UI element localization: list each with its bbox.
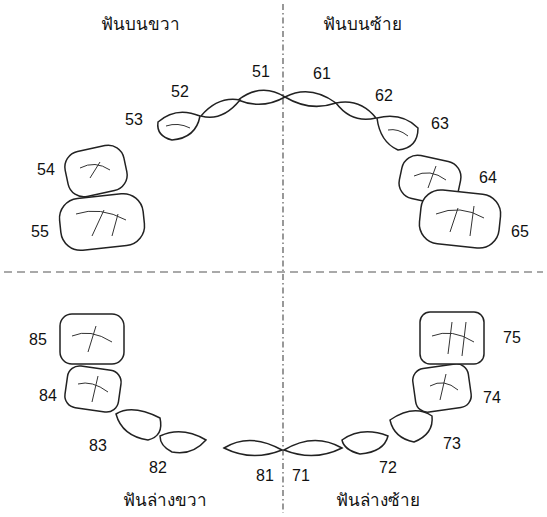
tooth-63 (377, 116, 418, 150)
crown-groove (166, 124, 190, 128)
tooth-number: 72 (378, 459, 398, 477)
tooth-73 (390, 411, 432, 442)
crown-groove (78, 376, 108, 402)
tooth-75 (420, 312, 484, 364)
tooth-number: 64 (478, 169, 498, 187)
occlusal-line (4, 271, 543, 272)
tooth-85 (60, 314, 124, 364)
tooth-83 (116, 410, 161, 440)
crown-groove (388, 130, 408, 136)
tooth-number: 65 (510, 223, 530, 241)
midline (282, 4, 283, 513)
tooth-74 (411, 362, 473, 413)
tooth-number: 63 (430, 115, 450, 133)
quadrant-label: ฟันล่างซ้าย (335, 491, 421, 510)
tooth-61 (285, 92, 336, 107)
tooth-65 (417, 188, 502, 250)
tooth-52 (201, 99, 240, 117)
tooth-71 (284, 440, 342, 455)
quadrant-label: ฟันบนซ้าย (322, 15, 403, 34)
tooth-number: 81 (255, 467, 275, 485)
tooth-72 (342, 432, 388, 454)
quadrant-label: ฟันล่างขวา (122, 491, 208, 510)
tooth-55 (58, 192, 147, 252)
lower-teeth (60, 312, 484, 456)
crown-groove (432, 322, 474, 356)
tooth-number: 52 (170, 83, 190, 101)
tooth-82 (160, 432, 206, 453)
quadrant-label: ฟันบนขวา (100, 15, 181, 34)
tooth-number: 75 (502, 329, 522, 347)
tooth-51 (238, 90, 285, 104)
tooth-number: 82 (148, 459, 168, 477)
tooth-81 (224, 440, 282, 455)
tooth-number: 51 (251, 63, 271, 81)
tooth-number: 61 (312, 65, 332, 83)
tooth-number: 55 (30, 223, 50, 241)
crown-groove (430, 374, 458, 400)
crown-groove (72, 326, 112, 352)
tooth-number: 62 (374, 87, 394, 105)
quadrant-lines (4, 4, 543, 513)
tooth-62 (336, 102, 376, 119)
tooth-number: 71 (291, 467, 311, 485)
tooth-84 (63, 364, 122, 413)
tooth-number: 83 (88, 437, 108, 455)
crown-groove (414, 166, 446, 188)
tooth-number: 85 (28, 331, 48, 349)
tooth-number: 73 (442, 435, 462, 453)
crown-groove (76, 210, 126, 236)
upper-teeth (58, 90, 503, 252)
tooth-number: 74 (482, 389, 502, 407)
tooth-number: 84 (38, 387, 58, 405)
crown-groove (80, 162, 110, 178)
tooth-number: 54 (36, 161, 56, 179)
tooth-detail (72, 124, 484, 402)
crown-groove (436, 206, 484, 236)
tooth-number: 53 (124, 111, 144, 129)
tooth-53 (158, 112, 200, 140)
tooth-54 (62, 142, 130, 199)
